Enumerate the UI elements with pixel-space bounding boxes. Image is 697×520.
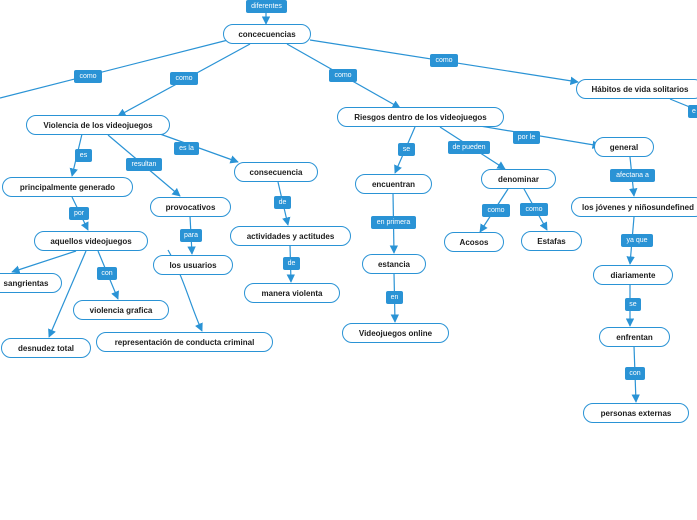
node-riesgos-dentro-de-los-videojuegos[interactable]: Riesgos dentro de los videojuegos xyxy=(337,107,504,127)
edge-aquellos-desnudez xyxy=(48,250,87,338)
link-label-ya-que[interactable]: ya que xyxy=(621,234,653,247)
node-habitos-de-vida-solitarios[interactable]: Hábitos de vida solitarios xyxy=(576,79,697,99)
link-label-resultan[interactable]: resultan xyxy=(126,158,162,171)
node-representacion-de-conducta-criminal[interactable]: representación de conducta criminal xyxy=(96,332,273,352)
link-label-como-left[interactable]: como xyxy=(74,70,102,83)
link-label-de-actividades[interactable]: de xyxy=(274,196,291,209)
node-provocativos[interactable]: provocativos xyxy=(150,197,231,217)
link-label-diferentes[interactable]: diferentes xyxy=(246,0,287,13)
node-enfrentan[interactable]: enfrentan xyxy=(599,327,670,347)
link-label-con-personas[interactable]: con xyxy=(625,367,645,380)
node-denominar[interactable]: denominar xyxy=(481,169,556,189)
node-los-jovenes-y-ninos[interactable]: los jóvenes y niñosundefined xyxy=(571,197,697,217)
link-label-por-le[interactable]: por le xyxy=(513,131,540,144)
node-estafas[interactable]: Estafas xyxy=(521,231,582,251)
link-label-con-violencia[interactable]: con xyxy=(97,267,117,280)
link-label-como-acosos[interactable]: como xyxy=(482,204,510,217)
link-label-de-manera[interactable]: de xyxy=(283,257,300,270)
link-label-por[interactable]: por xyxy=(69,207,89,220)
node-consecuencia[interactable]: consecuencia xyxy=(234,162,318,182)
link-label-como-violencia[interactable]: como xyxy=(170,72,198,85)
edge-violencia-consecuencia xyxy=(159,133,239,164)
node-diariamente[interactable]: diariamente xyxy=(593,265,673,285)
link-label-se[interactable]: se xyxy=(398,143,415,156)
link-label-en-primera[interactable]: en primera xyxy=(371,216,416,229)
node-encuentran[interactable]: encuentran xyxy=(355,174,432,194)
edge-concecuencias-left xyxy=(0,39,229,99)
link-label-afectana-a[interactable]: afectana a xyxy=(610,169,655,182)
node-general[interactable]: general xyxy=(594,137,654,157)
link-label-es[interactable]: es xyxy=(75,149,92,162)
node-concecuencias[interactable]: concecuencias xyxy=(223,24,311,44)
link-label-se-enfrentan[interactable]: se xyxy=(625,298,641,311)
node-acosos[interactable]: Acosos xyxy=(444,232,504,252)
node-videojuegos-online[interactable]: Videojuegos online xyxy=(342,323,449,343)
link-label-como-habitos[interactable]: como xyxy=(430,54,458,67)
edge-riesgos-general xyxy=(479,125,601,149)
node-personas-externas[interactable]: personas externas xyxy=(583,403,689,423)
link-label-como-estafas[interactable]: como xyxy=(520,203,548,216)
link-label-como-riesgos[interactable]: como xyxy=(329,69,357,82)
node-aquellos-videojuegos[interactable]: aquellos videojuegos xyxy=(34,231,148,251)
node-desnudez-total[interactable]: desnudez total xyxy=(1,338,91,358)
edge-aquellos-sangrientas xyxy=(11,250,77,274)
node-los-usuarios[interactable]: los usuarios xyxy=(153,255,233,275)
node-violencia-grafica[interactable]: violencia grafica xyxy=(73,300,169,320)
node-actividades-y-actitudes[interactable]: actividades y actitudes xyxy=(230,226,351,246)
link-label-en[interactable]: en xyxy=(386,291,403,304)
node-estancia[interactable]: estancia xyxy=(362,254,426,274)
link-label-para[interactable]: para xyxy=(180,229,202,242)
node-principalmente-generado[interactable]: principalmente generado xyxy=(2,177,133,197)
node-sangrientas[interactable]: sangrientas xyxy=(0,273,62,293)
link-label-de-pueden[interactable]: de pueden xyxy=(448,141,490,154)
link-label-habitos-right[interactable]: e xyxy=(688,105,697,118)
link-label-es-la[interactable]: es la xyxy=(174,142,199,155)
node-violencia-de-los-videojuegos[interactable]: Violencia de los videojuegos xyxy=(26,115,170,135)
node-manera-violenta[interactable]: manera violenta xyxy=(244,283,340,303)
